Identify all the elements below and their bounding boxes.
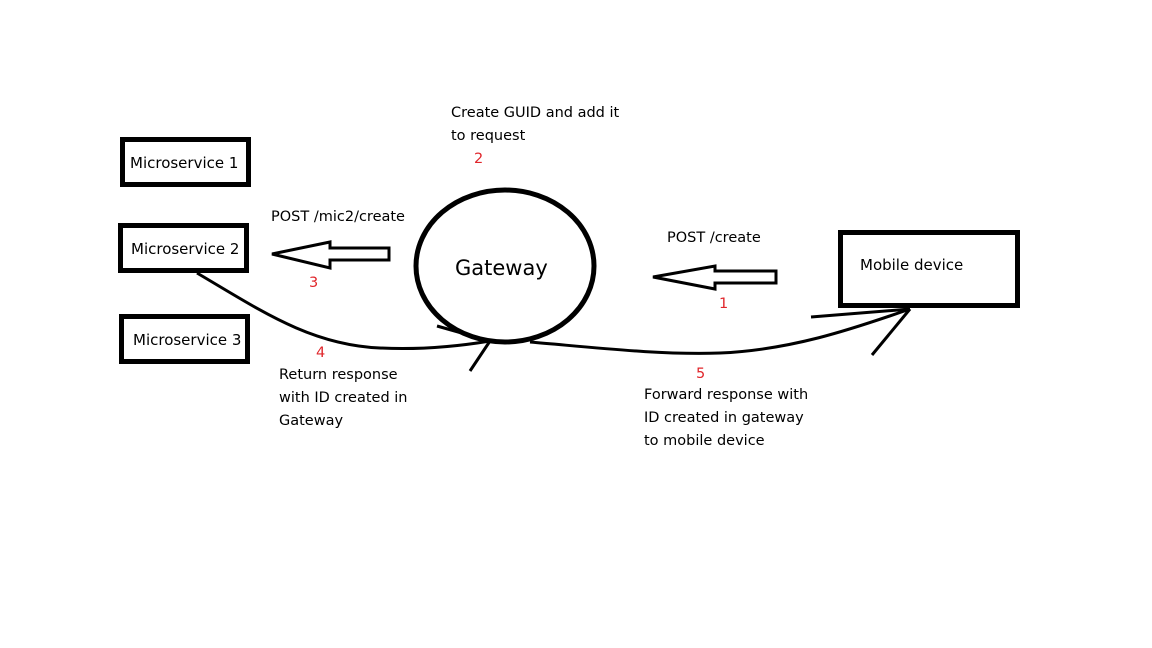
microservice-2-label: Microservice 2: [131, 240, 240, 258]
step-3-number: 3: [309, 275, 319, 291]
mobile-device-box: Mobile device: [838, 230, 1020, 308]
microservice-2-box: Microservice 2: [118, 223, 249, 273]
step-5-label-line-1: Forward response with: [644, 387, 809, 403]
step-4-label-line-1: Return response: [279, 367, 398, 383]
arrowhead-step-4-a: [436, 324, 491, 343]
arrow-step-1: [652, 264, 778, 291]
arrow-step-3: [271, 240, 391, 270]
step-2-label-line-1: Create GUID and add it: [451, 105, 620, 121]
arrowhead-step-5-b: [870, 308, 912, 356]
step-5-label-line-3: to mobile device: [644, 433, 765, 449]
gateway-label: Gateway: [455, 256, 548, 280]
step-4-number: 4: [316, 345, 326, 361]
microservice-3-label: Microservice 3: [133, 331, 242, 349]
step-2-number: 2: [474, 151, 484, 167]
step-5-label-line-2: ID created in gateway: [644, 410, 804, 426]
microservice-1-box: Microservice 1: [120, 137, 251, 187]
microservice-1-label: Microservice 1: [130, 154, 239, 172]
step-5-number: 5: [696, 366, 706, 382]
step-4-label-line-3: Gateway: [279, 413, 344, 429]
step-1-label: POST /create: [667, 230, 761, 246]
arrowhead-step-4-b: [468, 340, 492, 372]
step-3-label: POST /mic2/create: [271, 209, 405, 225]
step-1-number: 1: [719, 296, 729, 312]
microservice-3-box: Microservice 3: [119, 314, 250, 364]
step-2-label-line-2: to request: [451, 128, 526, 144]
gateway-circle: [413, 187, 597, 345]
arrowhead-step-5-a: [810, 307, 911, 319]
mobile-device-label: Mobile device: [860, 256, 964, 274]
step-4-label-line-2: with ID created in: [279, 390, 408, 406]
curve-step-4: [196, 271, 491, 351]
curve-step-5: [529, 307, 911, 355]
